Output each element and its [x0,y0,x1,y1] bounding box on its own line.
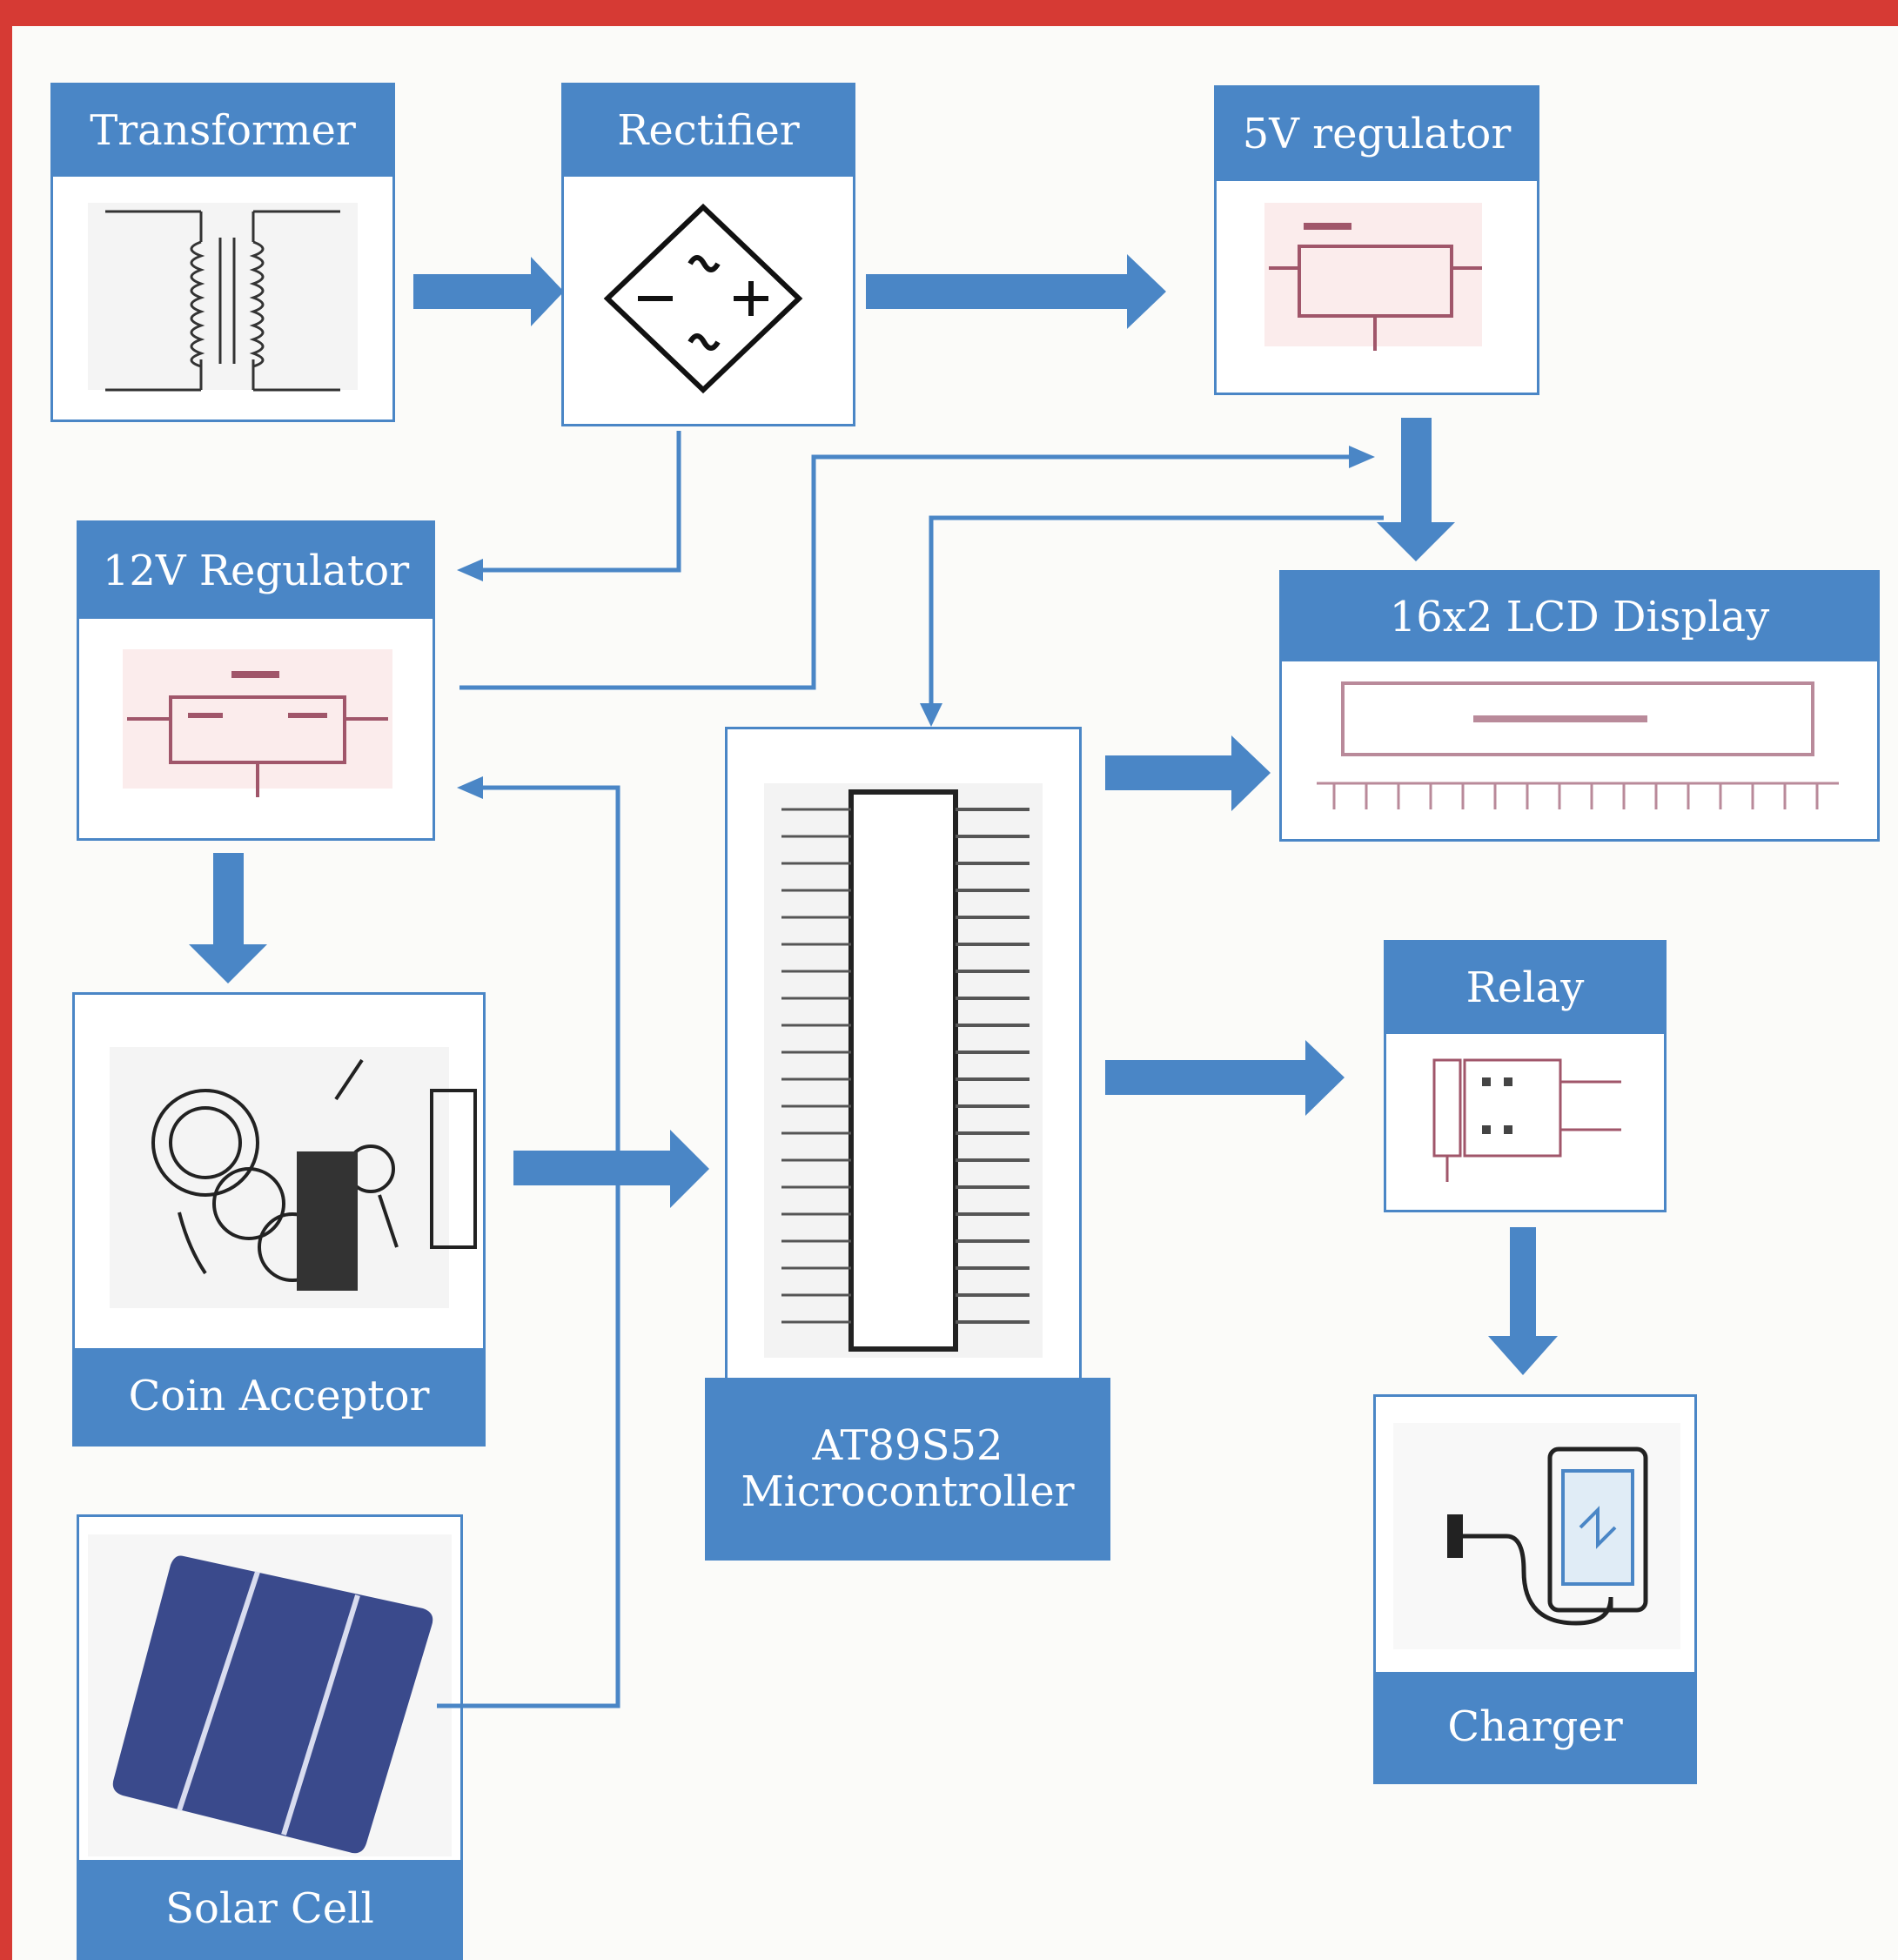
arrowhead-12v-in [457,559,483,581]
solar-title: Solar Cell [79,1860,460,1957]
arrow-rectifier-5v [866,254,1166,329]
arrow-transformer-rectifier [413,257,564,326]
arrow-coin-mcu [513,1130,709,1208]
arrowhead-mcu-in [920,703,942,727]
coin-title: Coin Acceptor [75,1348,483,1444]
ic-chip-icon [764,783,1043,1358]
line-solar-12v [437,785,620,1708]
relay-title: Relay [1386,943,1664,1034]
transformer-coil-icon [88,203,358,392]
arrow-5v-lcd [1377,418,1455,561]
arrow-mcu-lcd [1105,735,1271,811]
mcu-title-line2: Microcontroller [741,1467,1075,1516]
phone-charger-icon [1393,1423,1680,1649]
relay-schematic-icon [1432,1058,1621,1182]
reg5v-block: 5V regulator [1214,85,1539,395]
coin-mechanism-icon [110,1047,477,1308]
arrow-12v-coin [189,853,267,983]
transformer-title: Transformer [53,85,392,177]
bridge-rectifier-icon [603,203,803,394]
line-rectifier-12v [470,431,681,573]
regulator-schematic-icon [1264,203,1482,351]
reg12v-title: 12V Regulator [79,523,433,619]
arrowhead-5v-in [1349,446,1375,468]
coin-block: Coin Acceptor [72,992,486,1447]
solar-block: Solar Cell [77,1514,463,1960]
rectifier-block: Rectifier [561,83,855,426]
mcu-title: AT89S52 Microcontroller [705,1378,1110,1561]
regulator-schematic-icon [123,649,392,797]
rectifier-title: Rectifier [564,85,853,177]
relay-block: Relay [1384,940,1667,1212]
mcu-label-block: AT89S52 Microcontroller [705,1378,1110,1561]
lcd-block: 16x2 LCD Display [1279,570,1880,842]
solar-cell-icon [88,1534,452,1856]
line-12v-5v [459,454,1362,690]
charger-title: Charger [1376,1672,1694,1782]
lcd-title: 16x2 LCD Display [1282,573,1877,661]
reg12v-block: 12V Regulator [77,520,435,841]
charger-block: Charger [1373,1394,1697,1784]
mcu-title-line1: AT89S52 [812,1421,1003,1471]
transformer-block: Transformer [50,83,395,422]
arrowhead-12v-in-solar [457,776,483,799]
lcd-display-icon [1317,681,1839,809]
arrow-mcu-relay [1105,1040,1345,1116]
line-5v-mcu [929,515,1384,714]
arrow-relay-charger [1488,1227,1558,1375]
reg5v-title: 5V regulator [1217,88,1537,181]
